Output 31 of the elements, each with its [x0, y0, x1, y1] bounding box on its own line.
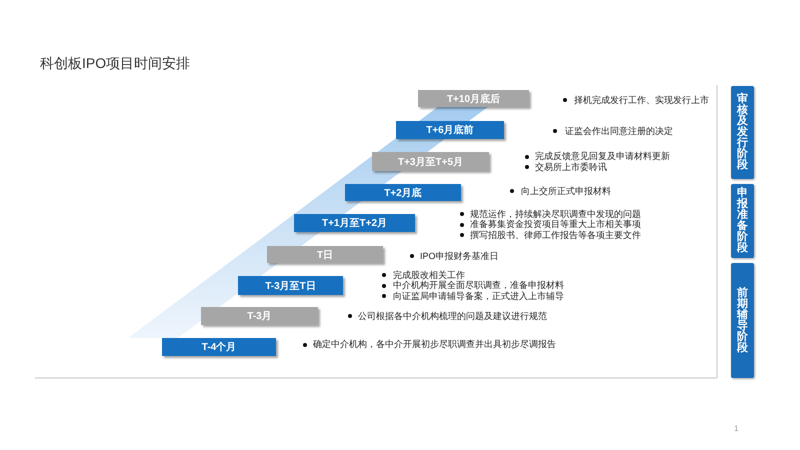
- step-box: T+3月至T+5月: [372, 152, 489, 171]
- phase-label: 申报准备阶段: [737, 188, 748, 254]
- bullet-text: 向证监局申请辅导备案，正式进入上市辅导: [393, 290, 564, 302]
- page-number: 1: [734, 424, 738, 434]
- step-box: T日: [267, 246, 383, 263]
- step-box: T+1月至T+2月: [294, 214, 415, 232]
- bullet-text: 完成股改相关工作: [393, 270, 465, 280]
- bullet-text: 交易所上市委聆讯: [535, 162, 607, 172]
- step-box: T-4个月: [162, 338, 276, 356]
- bullet-text: IPO申报财务基准日: [420, 250, 499, 262]
- bullet-text: 择机完成发行工作、实现发行上市: [574, 94, 709, 106]
- bullet-text: 证监会作出同意注册的决定: [565, 126, 673, 136]
- step-box: T+2月底: [345, 184, 461, 201]
- step-box: T+10月底后: [418, 90, 529, 107]
- title: 科创板IPO项目时间安排: [40, 55, 190, 71]
- bullet-text: 完成反馈意见回复及申请材料更新: [535, 151, 670, 162]
- bullet-text: 规范运作，持续解决尽职调查中发现的问题: [470, 208, 641, 220]
- step-box: T-3月至T日: [238, 276, 343, 295]
- phase-band: [731, 86, 754, 179]
- phase-band: [731, 263, 754, 378]
- phase-label: 审核及发行阶段: [737, 94, 748, 171]
- bullet-text: 公司根据各中介机构梳理的问题及建议进行规范: [358, 310, 547, 322]
- bullet-text: 向上交所正式申报材料: [521, 186, 611, 196]
- phase-band: [731, 184, 754, 258]
- bullet-text: 确定中介机构，各中介开展初步尽职调查并出具初步尽调报告: [313, 339, 556, 350]
- step-box: T-3月: [201, 307, 318, 325]
- bullet-text: 撰写招股书、律师工作报告等各项主要文件: [470, 230, 641, 240]
- phase-label: 前期辅导阶段: [737, 288, 748, 354]
- step-box: T+6月底前: [396, 121, 504, 139]
- bullet-text: 中介机构开展全面尽职调查，准备申报材料: [393, 280, 564, 291]
- bullet-text: 准备募集资金投资项目等重大上市相关事项: [470, 219, 641, 230]
